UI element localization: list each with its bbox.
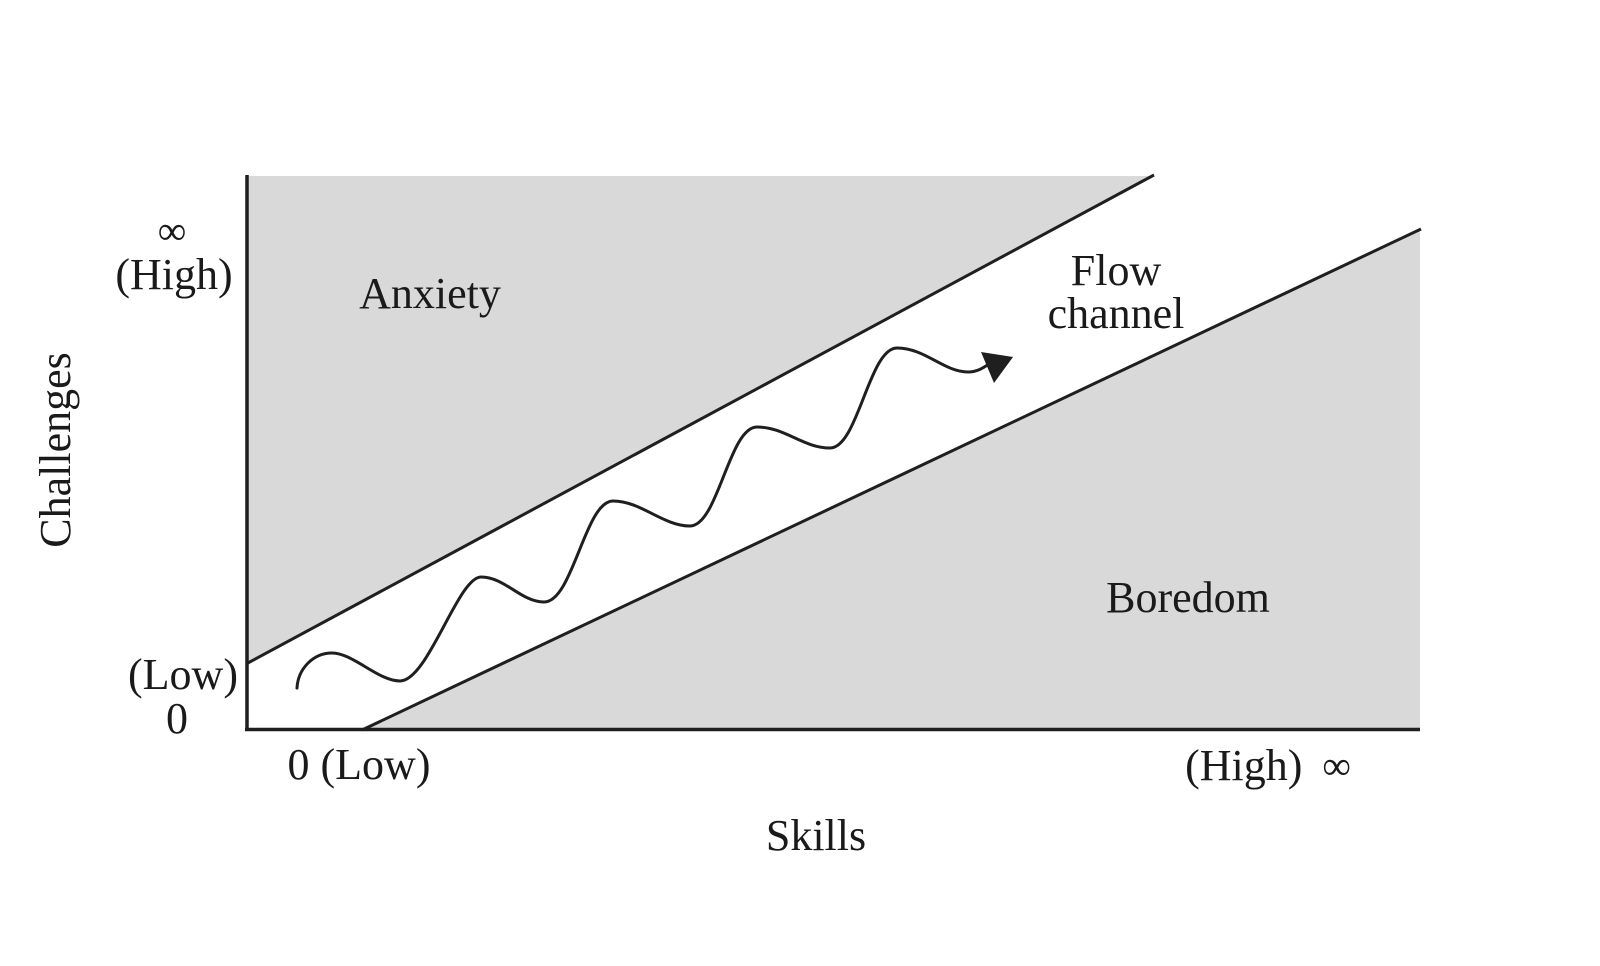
lower-channel-boundary-line <box>361 227 1422 732</box>
boredom-region-label: Boredom <box>1106 573 1270 622</box>
y-axis-low-label: (Low) <box>128 650 238 699</box>
flow-channel-label: Flow channel <box>1047 246 1185 338</box>
flow-channel-label-line2: channel <box>1047 289 1185 338</box>
y-axis-title: Challenges <box>31 352 80 548</box>
anxiety-region-label: Anxiety <box>359 269 501 318</box>
x-axis-title: Skills <box>765 811 867 860</box>
flow-channel-label-line1: Flow <box>1070 246 1162 295</box>
x-axis-high-label-group: (High) ∞ <box>1185 744 1351 788</box>
upper-channel-boundary-line <box>245 173 1155 666</box>
y-axis-infinity-symbol: ∞ <box>157 208 187 253</box>
x-axis-infinity-symbol: ∞ <box>1322 743 1351 788</box>
x-axis-high-label: (High) <box>1185 741 1303 790</box>
y-axis-zero-label: 0 <box>166 694 188 743</box>
y-axis-high-label: (High) <box>115 250 233 299</box>
flow-wavy-arrow-path <box>295 346 991 690</box>
flow-arrowhead-icon <box>981 352 1013 383</box>
x-axis-zero-low-label: 0 (Low) <box>287 740 431 789</box>
